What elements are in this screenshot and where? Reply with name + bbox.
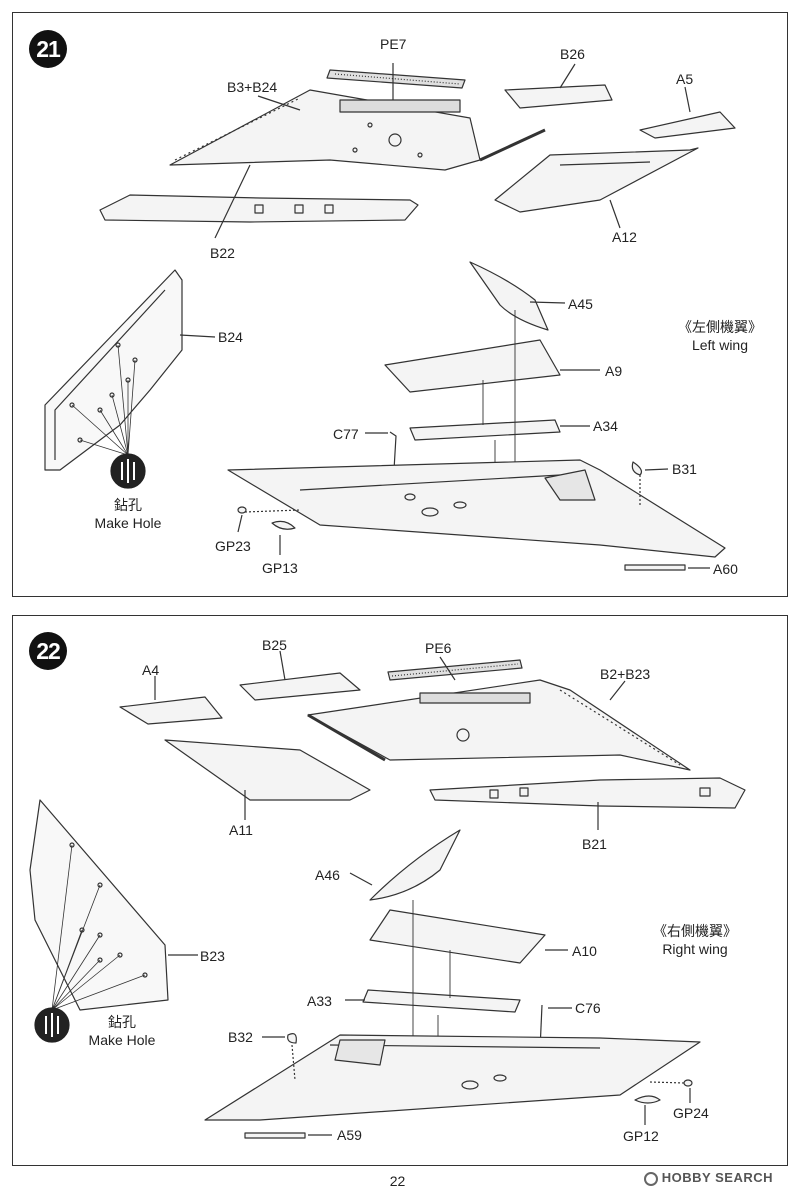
drill-icon-22: [34, 1007, 70, 1043]
watermark-logo-icon: [643, 1171, 658, 1186]
page-number: 22: [389, 1173, 406, 1189]
b25-part: [239, 672, 361, 701]
b24-interior-panel: [44, 269, 183, 471]
b21-part: [429, 777, 746, 809]
left-wing-lower-panel: [227, 459, 726, 558]
label-pe7: PE7: [380, 36, 407, 52]
right-wing-upper-panel: [307, 679, 691, 771]
label-b32: B32: [228, 1029, 253, 1045]
right-wing-lower-panel: [204, 1034, 701, 1121]
a12-flap: [494, 147, 699, 213]
step-21-badge: 21: [29, 30, 67, 68]
make-hole-en-21: Make Hole: [94, 515, 162, 531]
label-b21: B21: [582, 836, 607, 852]
make-hole-note-21: 鉆孔 Make Hole: [88, 496, 168, 532]
a33-part: [362, 989, 521, 1013]
a11-flap: [164, 739, 371, 801]
label-b3-b24: B3+B24: [227, 79, 278, 95]
label-a33: A33: [307, 993, 332, 1009]
label-a60: A60: [713, 561, 738, 577]
b23-interior-panel: [29, 799, 169, 1011]
label-b22: B22: [210, 245, 235, 261]
step-22-badge: 22: [29, 632, 67, 670]
a34-part: [409, 419, 561, 441]
label-c77: C77: [333, 426, 359, 442]
label-a9: A9: [605, 363, 623, 379]
a9-part: [384, 339, 561, 393]
wing-title-right: 《右側機翼》 Right wing: [640, 922, 750, 958]
pe7-part: [326, 69, 466, 89]
wing-title-left: 《左側機翼》 Left wing: [665, 318, 775, 354]
label-b2-b23: B2+B23: [600, 666, 651, 682]
label-b24: B24: [218, 329, 243, 345]
make-hole-cn-21: 鉆孔: [114, 497, 142, 513]
label-a5: A5: [676, 71, 694, 87]
wing-title-left-cn: 《左側機翼》: [678, 319, 762, 335]
label-a59: A59: [337, 1127, 362, 1143]
label-a45: A45: [568, 296, 593, 312]
label-pe6: PE6: [425, 640, 452, 656]
label-b26: B26: [560, 46, 585, 62]
label-a46: A46: [315, 867, 340, 883]
make-hole-note-22: 鉆孔 Make Hole: [78, 1013, 166, 1049]
a5-part: [639, 111, 736, 139]
a10-part: [369, 909, 546, 964]
watermark-text: HOBBY SEARCH: [661, 1170, 773, 1185]
a46-part: [369, 829, 461, 901]
drill-icon-21: [110, 453, 146, 489]
label-gp24: GP24: [673, 1105, 709, 1121]
label-gp23: GP23: [215, 538, 251, 554]
label-a10: A10: [572, 943, 597, 959]
label-a4: A4: [142, 662, 160, 678]
a45-part: [469, 261, 549, 331]
label-gp13: GP13: [262, 560, 298, 576]
label-b23: B23: [200, 948, 225, 964]
wing-title-left-en: Left wing: [691, 337, 749, 353]
wing-title-right-en: Right wing: [662, 941, 728, 957]
label-a12: A12: [612, 229, 637, 245]
left-wing-upper-panel: [169, 89, 481, 171]
make-hole-cn-22: 鉆孔: [108, 1014, 136, 1030]
label-a34: A34: [593, 418, 618, 434]
label-gp12: GP12: [623, 1128, 659, 1144]
watermark: HOBBY SEARCH: [643, 1170, 773, 1186]
make-hole-en-22: Make Hole: [88, 1032, 156, 1048]
a4-part: [119, 696, 223, 725]
wing-title-right-cn: 《右側機翼》: [653, 923, 737, 939]
label-c76: C76: [575, 1000, 601, 1016]
label-a11: A11: [229, 822, 253, 838]
b22-part: [99, 194, 419, 223]
label-b25: B25: [262, 637, 287, 653]
b26-part: [504, 84, 613, 109]
label-b31: B31: [672, 461, 697, 477]
